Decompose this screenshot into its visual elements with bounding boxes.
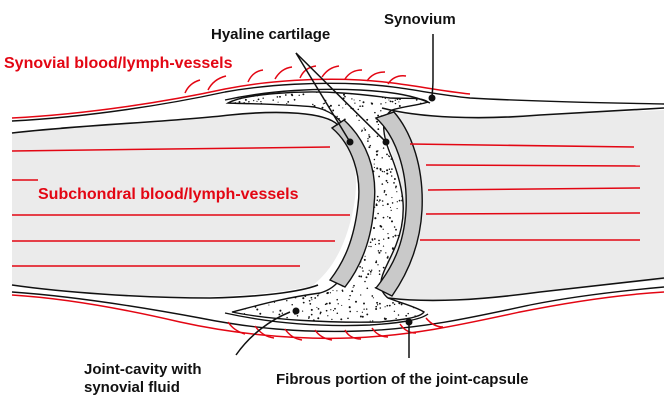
joint-cavity-label-line2: synovial fluid bbox=[84, 379, 180, 396]
hyaline-cartilage-label: Hyaline cartilage bbox=[211, 26, 331, 43]
joint-capsule bbox=[11, 82, 665, 333]
subchondral-vessels bbox=[11, 143, 641, 267]
synovium-label: Synovium bbox=[384, 11, 456, 28]
fibrous-capsule-label: Fibrous portion of the joint-capsule bbox=[276, 371, 529, 388]
subchondral-vessels-label: Subchondral blood/lymph-vessels bbox=[38, 186, 299, 203]
bone-left bbox=[12, 112, 356, 297]
synovial-vessels-label: Synovial blood/lymph-vessels bbox=[4, 55, 233, 72]
bone-right bbox=[375, 110, 664, 301]
bone-outlines bbox=[11, 107, 665, 302]
joint-cavity-label-line1: Joint-cavity with bbox=[84, 361, 202, 378]
joint-cavity-label: Joint-cavity with synovial fluid bbox=[84, 361, 202, 397]
pointer-dots bbox=[292, 94, 436, 326]
synovial-vessels-bottom bbox=[11, 291, 665, 341]
synovial-vessels-top bbox=[11, 65, 471, 119]
label-pointers bbox=[235, 34, 434, 358]
cartilage-left bbox=[328, 119, 376, 288]
cartilage-right bbox=[374, 111, 423, 297]
